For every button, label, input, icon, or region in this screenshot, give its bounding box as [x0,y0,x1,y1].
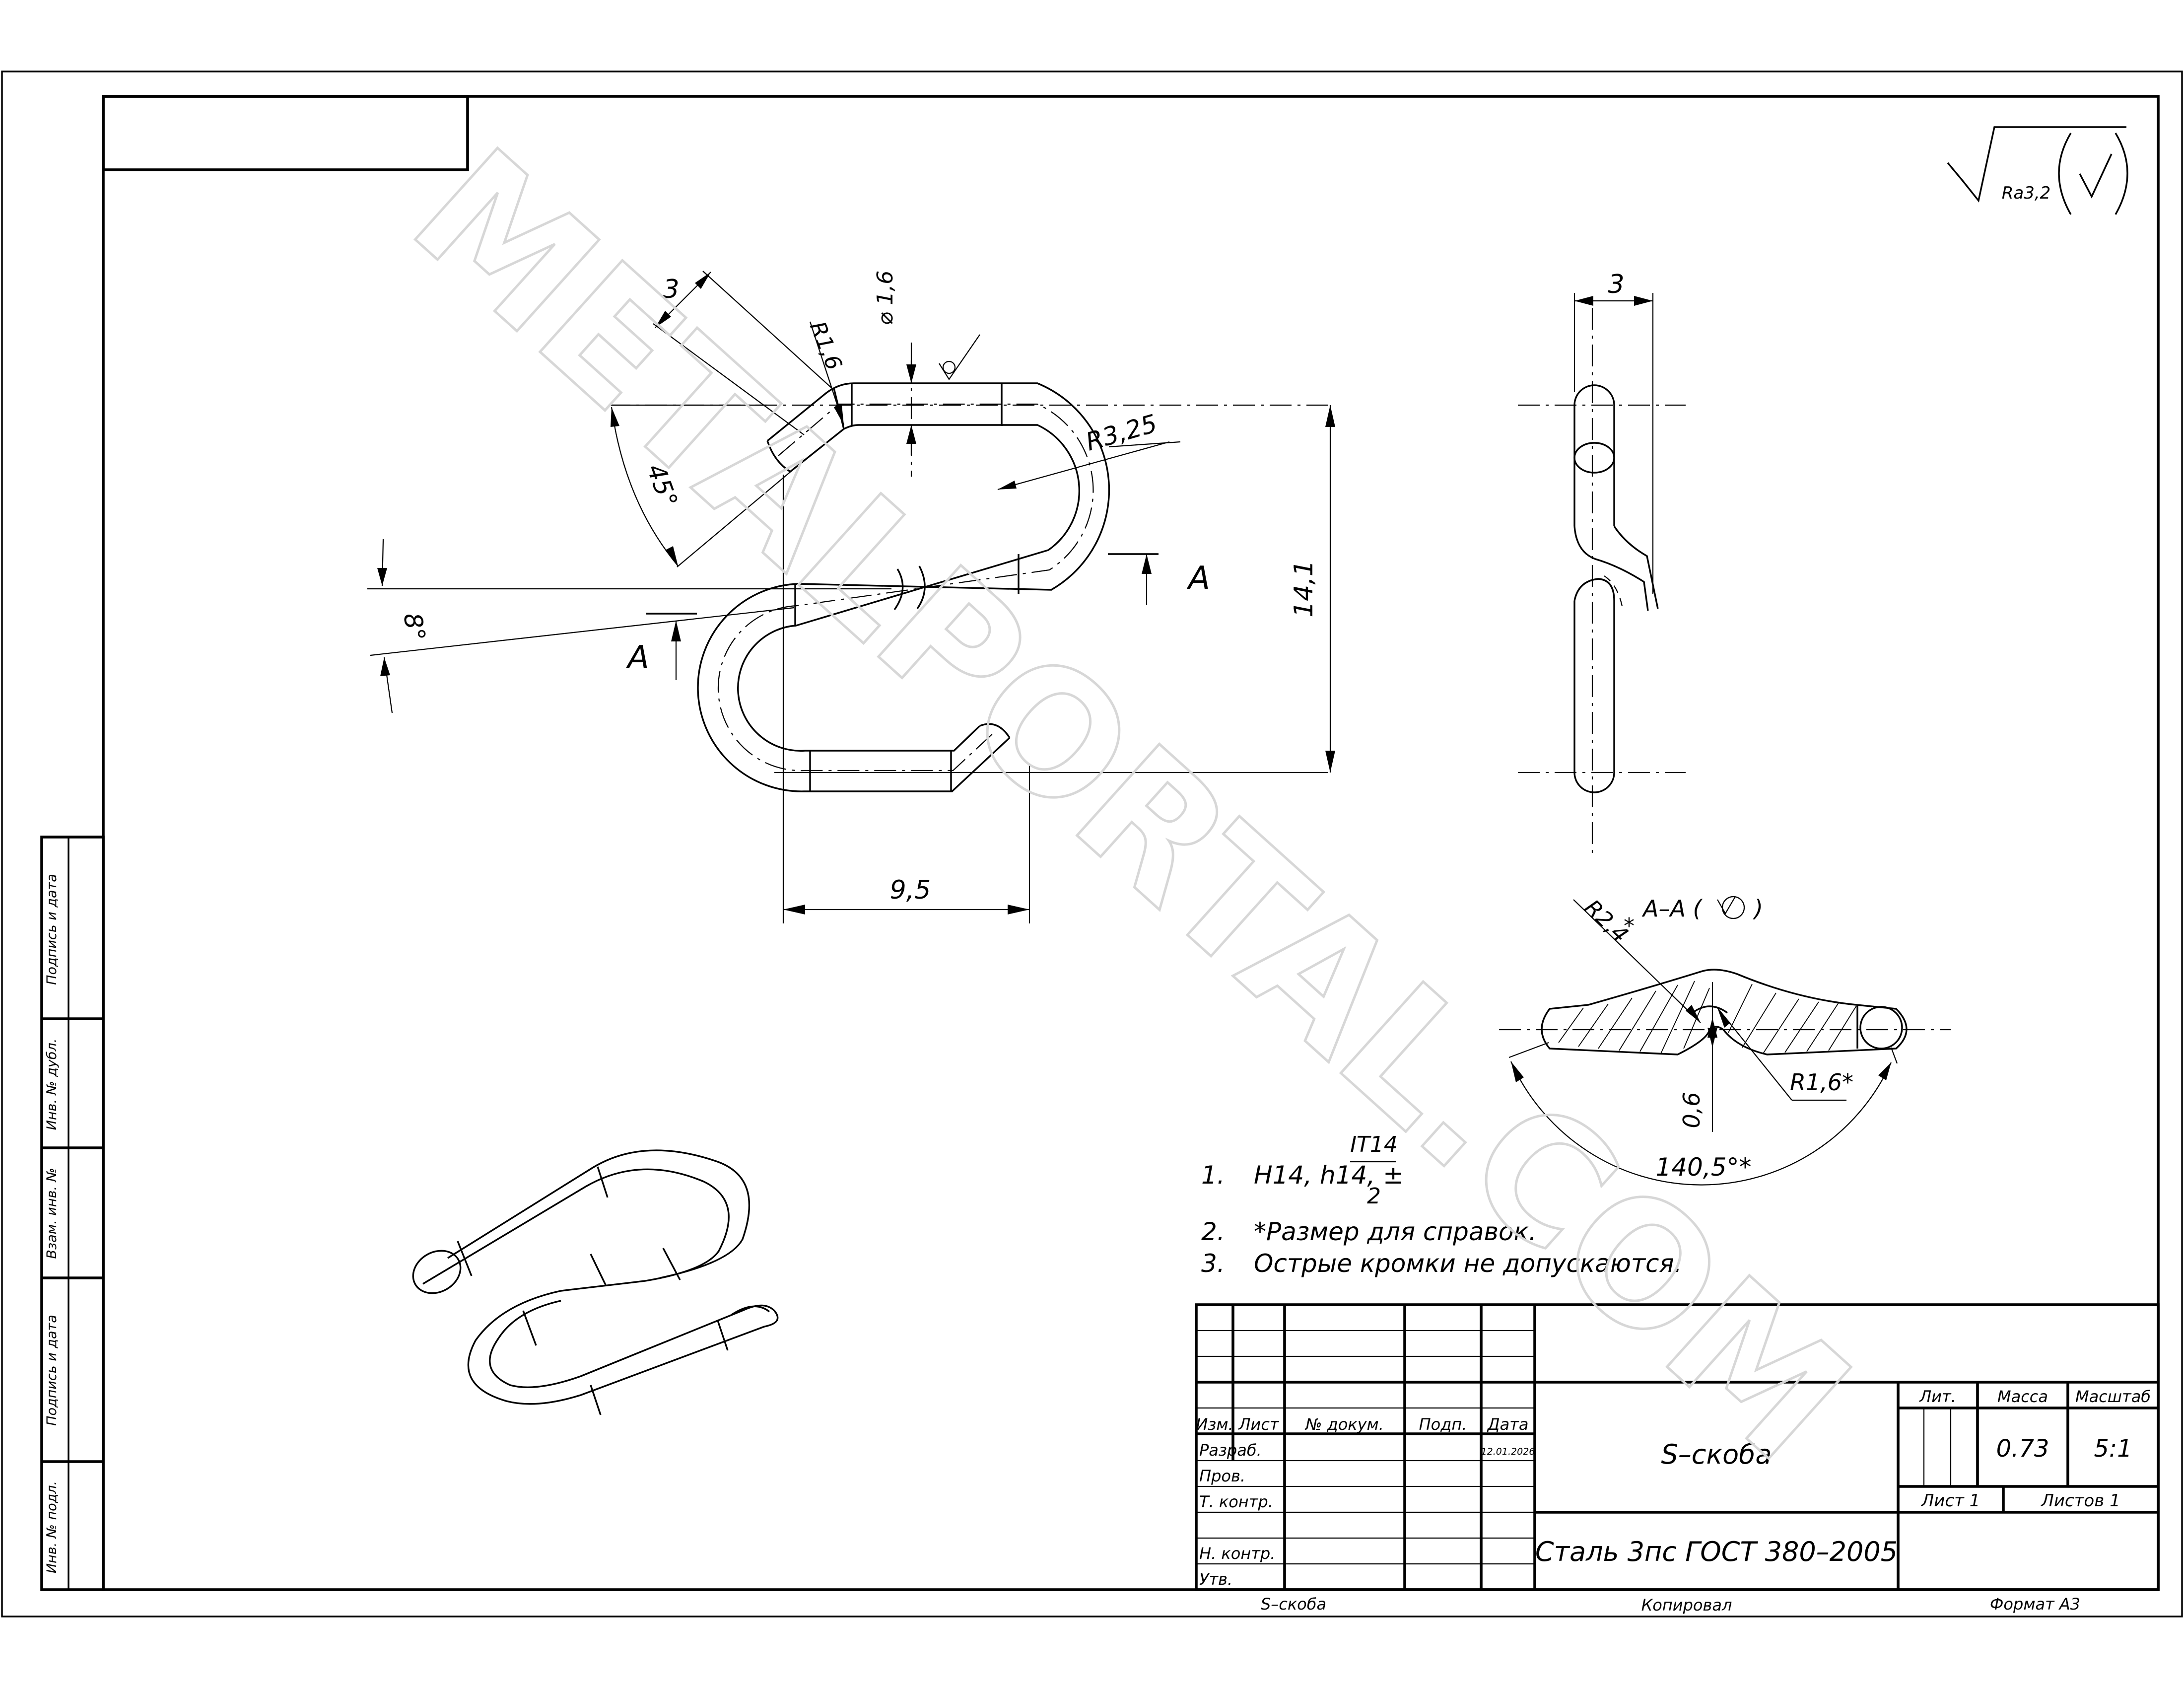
top-left-box [102,95,469,171]
dim-height: 14,1 [1289,560,1319,618]
note-1-text: H14, h14, ± [1254,1161,1404,1190]
watermark: METALPORTAL.COM [377,113,1885,1499]
tb-header-list: Лист [1238,1415,1279,1434]
footer-format: Формат А3 [1990,1595,2080,1614]
side-view: 3 [1518,270,1686,854]
side-label-sign-date-1: Подпись и дата [44,874,60,985]
dim-section-r16: R1,6* [1790,1069,1853,1096]
tb-role-tkontr: Т. контр. [1199,1492,1273,1511]
dim-side-width: 3 [1608,270,1624,299]
note-1-frac-bottom: 2 [1367,1184,1381,1209]
tb-role-razrab: Разраб. [1199,1441,1262,1460]
dim-width: 9,5 [890,875,931,905]
roughness-value: Ra3,2 [2002,183,2051,203]
tb-role-nkontr: Н. контр. [1199,1544,1275,1563]
tb-part-name: S–скоба [1661,1439,1772,1470]
section-hatching [1558,981,1857,1054]
note-2-number: 2. [1201,1217,1225,1246]
note-1-frac-top: IT14 [1350,1132,1398,1157]
dim-section-r24-mark: * [1624,914,1635,939]
section-mark-left: A [625,613,697,680]
tb-sheets: Листов 1 [2040,1491,2120,1511]
tb-scale-value: 5:1 [2094,1435,2132,1463]
tb-header-izm: Изм. [1196,1415,1233,1434]
svg-text:): ) [1753,895,1763,922]
tb-header-date: Дата [1487,1415,1529,1434]
dim-r16-top: R1,6 [805,318,847,373]
tb-role-prov: Пров. [1199,1467,1245,1485]
side-label-vzam: Взам. инв. № [44,1168,60,1259]
section-mark-right: A [1108,553,1210,605]
section-label-right: A [1186,560,1210,597]
tb-mass-value: 0.73 [1996,1435,2049,1463]
dim-section-angle: 140,5°* [1655,1153,1751,1182]
tb-scale-label: Масштаб [2075,1387,2151,1406]
note-1-number: 1. [1201,1161,1225,1190]
dim-end-length: 3 [663,275,679,304]
roughness-symbol: Ra3,2 [1947,126,2128,215]
dim-r325: R3,25 [1083,409,1160,457]
tb-date-value: 12.01.2026 [1481,1446,1535,1457]
tb-role-utv: Утв. [1199,1570,1232,1589]
tb-mass-label: Масса [1997,1387,2048,1406]
title-block: Изм. Лист № докум. Подп. Дата 12.01.2026… [1195,1303,2160,1591]
dim-section-offset: 0,6 [1678,1092,1705,1128]
isometric-view [412,1149,779,1415]
section-label-left: A [625,639,649,676]
tb-lit-label: Лит. [1919,1387,1956,1406]
tb-sheet: Лист 1 [1920,1491,1980,1511]
tb-header-sign: Подп. [1419,1415,1467,1434]
footer-copied: Копировал [1641,1596,1732,1615]
note-3-text: Острые кромки не допускаются. [1254,1249,1682,1278]
tb-header-doc: № докум. [1304,1415,1384,1434]
section-title: А–А ( [1641,895,1703,922]
dim-angle-8: 8° [398,611,431,643]
section-a-a: А–А ( ) R2,4 * [1499,895,1951,1186]
side-strip: Подпись и дата Инв. № дубл. Взам. инв. №… [40,836,105,1591]
dim-wire-diameter: ⌀ 1,6 [873,271,898,325]
note-2-text: *Размер для справок. [1254,1217,1537,1246]
note-3-number: 3. [1201,1249,1225,1278]
side-label-dubl: Инв. № дубл. [44,1039,60,1130]
tb-material: Сталь 3пс ГОСТ 380–2005 [1535,1536,1898,1567]
side-label-sign-date-2: Подпись и дата [44,1315,60,1426]
sheet-trim-border [1,70,2183,1618]
footer-part-name: S–скоба [1261,1595,1326,1614]
side-label-podl: Инв. № подл. [44,1481,60,1573]
technical-notes: 1. H14, h14, ± IT14 2 2. *Размер для спр… [1201,1132,1682,1278]
